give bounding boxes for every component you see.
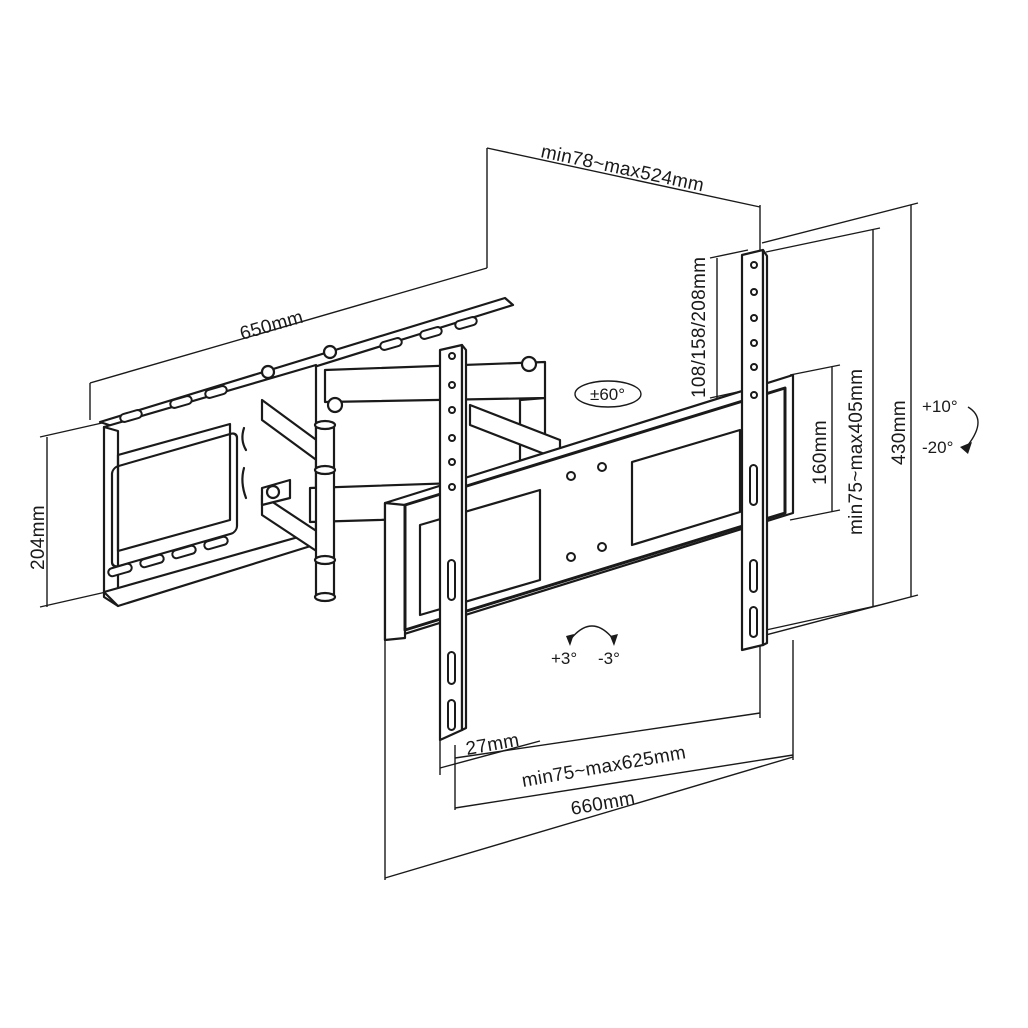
tilt-down-label: -20°: [922, 438, 953, 457]
swivel-arrow-icon: [574, 380, 642, 408]
level-plus-label: +3°: [551, 649, 577, 668]
vesa-vertical-label: min75~max405mm: [846, 369, 867, 535]
wall-plate-height-label: 204mm: [28, 505, 49, 570]
panel-height-label: 160mm: [810, 420, 831, 485]
overall-height-label: 430mm: [889, 400, 910, 465]
tilt-up-label: +10°: [922, 397, 958, 416]
wall-plate: [98, 296, 515, 608]
level-minus-label: -3°: [598, 649, 620, 668]
overall-width-label: 660mm: [569, 788, 637, 820]
swivel-label: ±60°: [590, 385, 625, 404]
wall-plate-slots: [107, 316, 478, 578]
right-vertical-bracket: [740, 248, 769, 652]
tilt-arrow-icon: [960, 406, 979, 454]
arm-extension-label: min78~max524mm: [539, 141, 706, 196]
wall-plate-width-label: 650mm: [238, 307, 306, 345]
vertical-hole-options-label: 108/158/208mm: [689, 257, 710, 398]
left-vertical-bracket: [438, 343, 468, 742]
level-arrow-icon: [566, 625, 618, 646]
bracket-offset-label: 27mm: [464, 730, 521, 760]
tv-interface-plate: [383, 373, 795, 642]
